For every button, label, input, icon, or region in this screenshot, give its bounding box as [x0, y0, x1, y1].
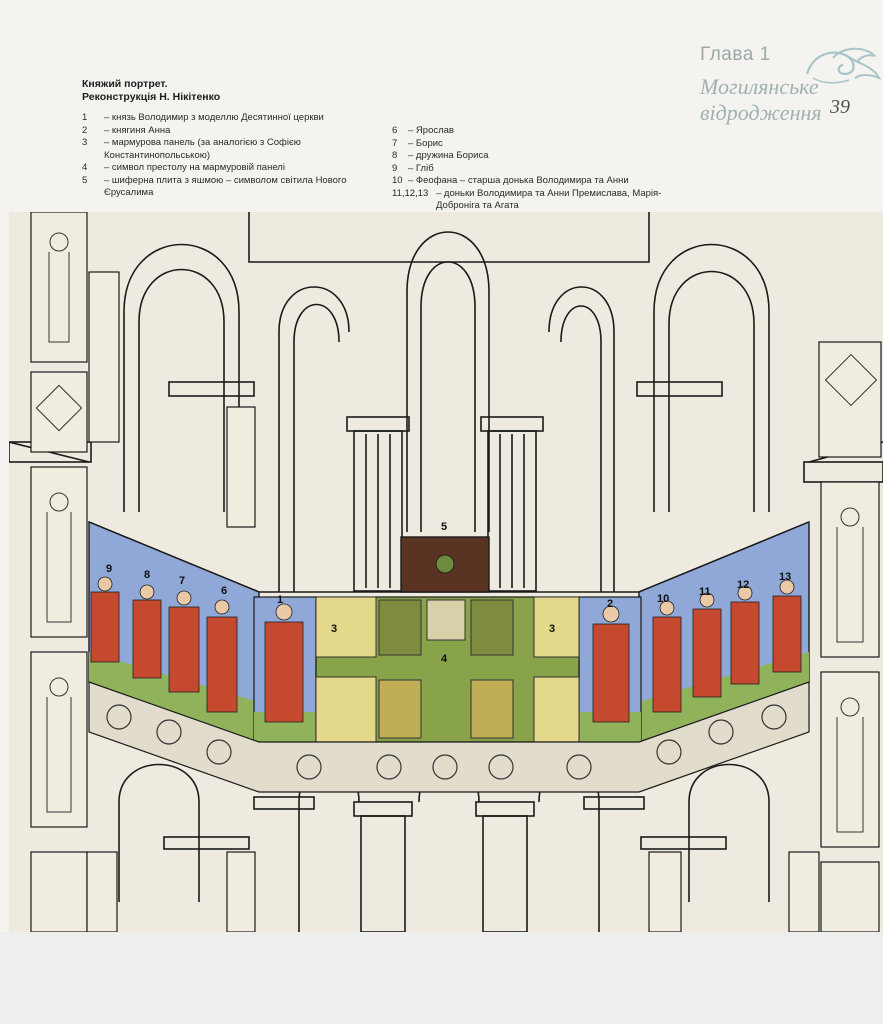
page-bottom-margin: [0, 932, 883, 1024]
legend-item: 3– мармурова панель (за аналогією з Софі…: [82, 137, 301, 161]
apse-drawing: 9 8 7 6 1 3 4 5 3 2 10 11 12 13: [9, 212, 883, 932]
legend-item: 11,12,13– доньки Володимира та Анни Прем…: [392, 187, 662, 212]
caption-title-line2: Реконструкція Н. Нікітенко: [82, 91, 221, 103]
legend-item: 9– Гліб: [392, 162, 434, 174]
legend-item: 2– княгиня Анна: [82, 124, 171, 136]
figure-label-12: 12: [737, 579, 749, 591]
figure-label-3-left: 3: [331, 623, 337, 635]
legend-right: 6– Ярослав 7– Борис 8– дружина Бориса 9–…: [392, 125, 692, 213]
legend-left: 1– князь Володимир з моделлю Десятинної …: [82, 112, 372, 200]
figure-label-7: 7: [179, 575, 185, 587]
acanthus-ornament-icon: [805, 47, 881, 84]
figure-label-1: 1: [277, 594, 283, 606]
chapter-title-line1: Могилянське: [700, 74, 819, 99]
caption-title: Княжий портрет. Реконструкція Н. Нікітен…: [82, 78, 382, 104]
figure-label-6: 6: [221, 585, 227, 597]
legend-item: 6– Ярослав: [392, 125, 454, 136]
chapter-header: Глава 1 Могилянське відродження 39: [700, 44, 881, 144]
chapter-title: Могилянське відродження: [700, 74, 822, 126]
figure-label-5: 5: [441, 521, 447, 533]
legend-item: 8– дружина Бориса: [392, 150, 489, 161]
legend-item: 10– Феофана – старша донька Володимира т…: [392, 175, 629, 186]
legend-item: 4– символ престолу на мармуровій панелі: [82, 162, 285, 173]
figure-label-9: 9: [106, 563, 112, 575]
page-number: 39: [830, 96, 850, 118]
figure-label-2: 2: [607, 598, 613, 610]
caption-title-line1: Княжий портрет.: [82, 78, 168, 90]
chapter-label: Глава 1: [700, 44, 771, 65]
figure-label-13: 13: [779, 571, 791, 583]
figure-label-3-right: 3: [549, 623, 555, 635]
figure-label-4: 4: [441, 653, 448, 665]
chapter-title-line2: відродження: [700, 100, 822, 125]
figure-label-11: 11: [699, 586, 711, 598]
figure-label-10: 10: [657, 593, 669, 605]
figure-label-8: 8: [144, 569, 150, 581]
legend-item: 5– шиферна плита з яшмою – символом світ…: [82, 174, 347, 199]
legend-item: 1– князь Володимир з моделлю Десятинної …: [82, 112, 324, 123]
legend-item: 7– Борис: [392, 137, 443, 149]
reconstruction-illustration: 9 8 7 6 1 3 4 5 3 2 10 11 12 13: [9, 212, 883, 932]
